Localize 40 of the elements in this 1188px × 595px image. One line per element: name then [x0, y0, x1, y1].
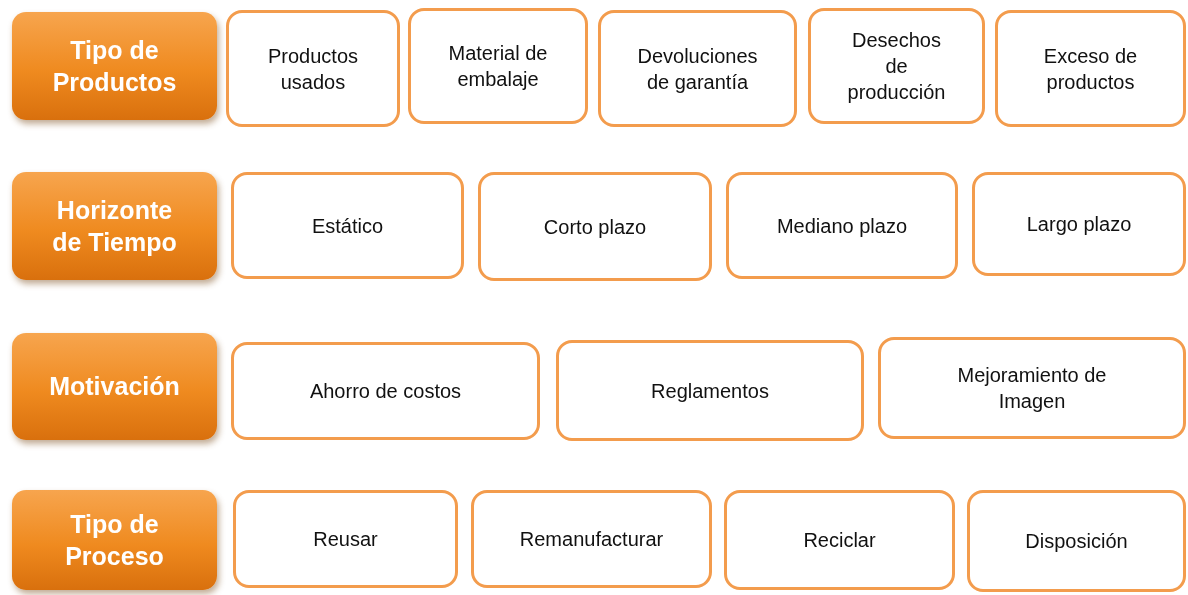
category-header	[12, 333, 217, 440]
label-text: Motivación	[49, 371, 180, 403]
option-box	[972, 172, 1186, 276]
option-box	[231, 342, 540, 440]
label-text: Corto plazo	[543, 214, 647, 240]
option-box	[471, 490, 712, 588]
label-text: Estático	[311, 213, 384, 239]
label-text: Tipo de Productos	[51, 34, 178, 98]
label-text: Reusar	[313, 527, 378, 552]
option-box	[995, 10, 1186, 127]
option-box	[808, 8, 985, 124]
label-text: Reciclar	[803, 528, 876, 553]
option-box	[478, 172, 712, 281]
label-text: Remanufacturar	[519, 527, 664, 552]
label-text: Material de embalaje	[447, 41, 549, 92]
label-text: Mejoramiento de Imagen	[956, 363, 1108, 414]
label-text: Ahorro de costos	[309, 379, 462, 404]
option-box	[231, 172, 464, 279]
option-box	[967, 490, 1186, 592]
category-header	[12, 12, 217, 120]
option-box	[724, 490, 955, 590]
label-text: Devoluciones de garantía	[636, 43, 759, 95]
label-text: Productos usados	[266, 43, 360, 95]
label-text: Disposición	[1025, 529, 1128, 554]
category-header	[12, 172, 217, 280]
option-box	[878, 337, 1186, 439]
option-box	[226, 10, 400, 127]
label-text: Reglamentos	[651, 378, 769, 404]
category-header	[12, 490, 217, 590]
label-text: Largo plazo	[1026, 212, 1132, 237]
option-box	[598, 10, 797, 127]
label-text: Tipo de Proceso	[64, 508, 165, 572]
option-box	[556, 340, 864, 441]
option-box	[408, 8, 588, 124]
option-box	[233, 490, 458, 588]
label-text: Horizonte de Tiempo	[51, 194, 178, 258]
label-text: Mediano plazo	[776, 213, 908, 239]
option-box	[726, 172, 958, 279]
label-text: Exceso de productos	[1042, 43, 1139, 95]
label-text: Desechos de producción	[846, 28, 947, 105]
